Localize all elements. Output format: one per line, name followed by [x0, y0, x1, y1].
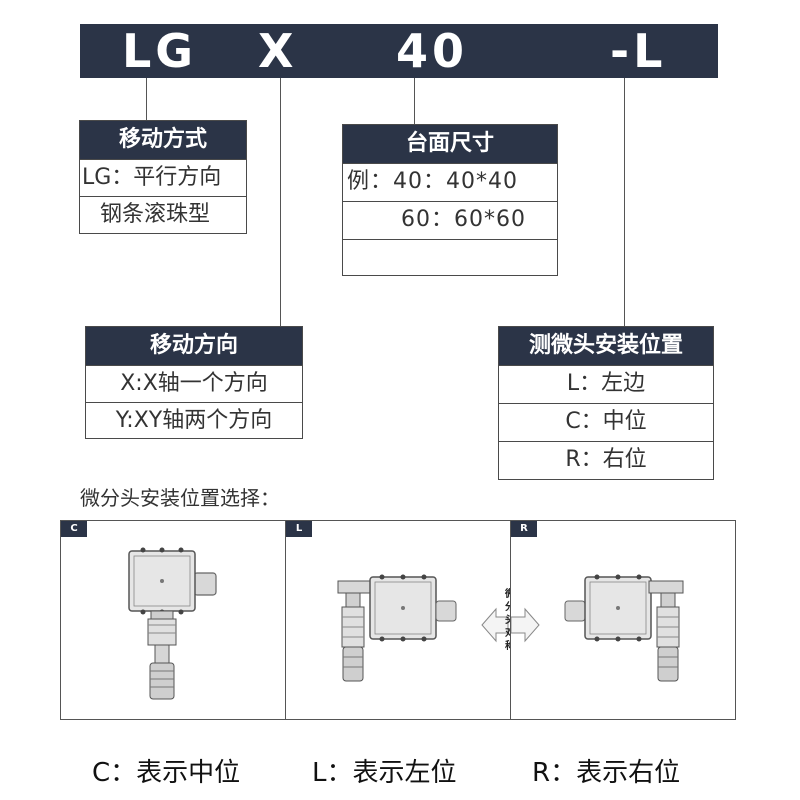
panel-left: L [285, 520, 511, 720]
panel-right: R [510, 520, 736, 720]
table-size-box: 台面尺寸 例：40：40*40 60：60*60 [342, 124, 558, 276]
move-dir-row-2: Y:XY轴两个方向 [86, 402, 302, 439]
head-pos-box: 测微头安装位置 L：左边 C：中位 R：右位 [498, 326, 714, 480]
table-size-title: 台面尺寸 [343, 125, 557, 163]
table-size-row-1: 例：40：40*40 [343, 163, 557, 201]
model-code-bar: LG X 40 -L [80, 24, 718, 78]
table-size-row-3 [343, 239, 557, 275]
move-mode-box: 移动方式 LG：平行方向 钢条滚珠型 [79, 120, 247, 234]
code-segment-size: 40 [396, 24, 469, 78]
head-pos-row-1: L：左边 [499, 365, 713, 403]
move-dir-title: 移动方向 [86, 327, 302, 365]
head-pos-title: 测微头安装位置 [499, 327, 713, 365]
connector-table-size [414, 78, 415, 124]
move-mode-row-2: 钢条滚珠型 [80, 196, 246, 233]
move-mode-title: 移动方式 [80, 121, 246, 159]
panel-center: C [60, 520, 286, 720]
selection-caption: 微分头安装位置选择： [80, 486, 280, 510]
panel-tag-c: C [61, 521, 87, 537]
stage-center-illustration [128, 547, 217, 700]
move-dir-row-1: X:X轴一个方向 [86, 365, 302, 402]
connector-move-mode [146, 78, 147, 120]
code-segment-direction: X [258, 24, 298, 78]
footer-left-label: L：表示左位 [312, 758, 457, 788]
stage-left-illustration [337, 574, 509, 682]
stage-right-illustration [511, 574, 684, 682]
table-size-row-2: 60：60*60 [343, 201, 557, 239]
move-dir-box: 移动方向 X:X轴一个方向 Y:XY轴两个方向 [85, 326, 303, 439]
head-pos-row-3: R：右位 [499, 441, 713, 479]
code-segment-series: LG [122, 24, 198, 78]
footer-center-label: C：表示中位 [92, 758, 241, 788]
connector-move-dir [280, 78, 281, 326]
move-mode-row-1: LG：平行方向 [80, 159, 246, 196]
footer-right-label: R：表示右位 [532, 758, 681, 788]
panel-tag-r: R [511, 521, 537, 537]
head-pos-row-2: C：中位 [499, 403, 713, 441]
panel-tag-l: L [286, 521, 312, 537]
code-segment-position: -L [610, 24, 667, 78]
connector-head-pos [624, 78, 625, 326]
